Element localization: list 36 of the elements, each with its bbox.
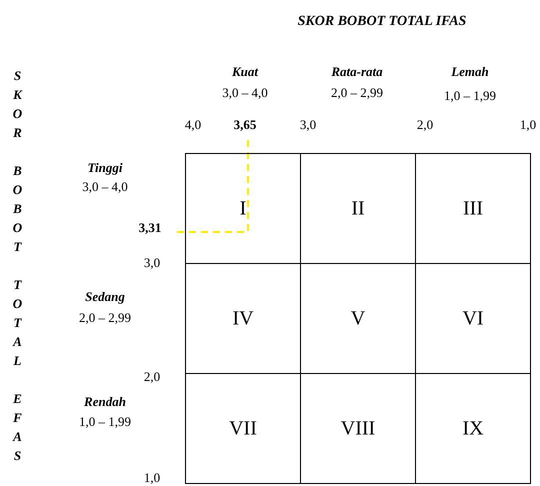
quadrant-number: VIII: [340, 417, 376, 440]
score-value: 3,65: [234, 117, 256, 133]
column-heading: Lemah: [451, 64, 489, 80]
quadrant-number: I: [240, 197, 246, 220]
tick-label: 3,0: [300, 117, 316, 133]
column-heading: Kuat: [232, 64, 258, 80]
axis-title: SKOR BOBOT TOTAL IFAS: [298, 14, 466, 30]
range-label: 1,0 – 1,99: [79, 414, 131, 430]
quadrant-number: IX: [462, 417, 484, 440]
tick-label: 3,0: [144, 255, 160, 271]
quadrant-number: III: [463, 197, 483, 220]
row-heading: Rendah: [84, 394, 126, 410]
tick-label: 2,0: [416, 117, 434, 133]
row-heading: Tinggi: [88, 160, 122, 176]
row-heading: Sedang: [85, 289, 125, 305]
tick-label: 2,0: [144, 369, 160, 385]
tick-label: 1,0: [144, 470, 160, 486]
matrix-cell: [415, 153, 531, 264]
quadrant-number: II: [351, 197, 365, 220]
tick-label: 1,0: [520, 117, 536, 133]
column-heading: Rata-rata: [331, 64, 383, 80]
tick-label: 4,0: [184, 117, 202, 133]
matrix-cell: [185, 153, 301, 264]
matrix-cell: [185, 373, 301, 484]
quadrant-number: V: [350, 307, 366, 330]
range-label: 3,0 – 4,0: [222, 85, 268, 101]
score-value: 3,31: [138, 220, 162, 236]
quadrant-number: VII: [229, 417, 257, 440]
quadrant-number: IV: [232, 307, 254, 330]
axis-title: SKOR BOBOT TOTAL EFAS: [10, 68, 24, 467]
range-label: 2,0 – 2,99: [331, 85, 383, 101]
range-label: 3,0 – 4,0: [82, 179, 128, 195]
range-label: 2,0 – 2,99: [79, 310, 131, 326]
quadrant-number: VI: [462, 307, 484, 330]
range-label: 1,0 – 1,99: [444, 88, 496, 104]
matrix-cell: [415, 373, 531, 484]
